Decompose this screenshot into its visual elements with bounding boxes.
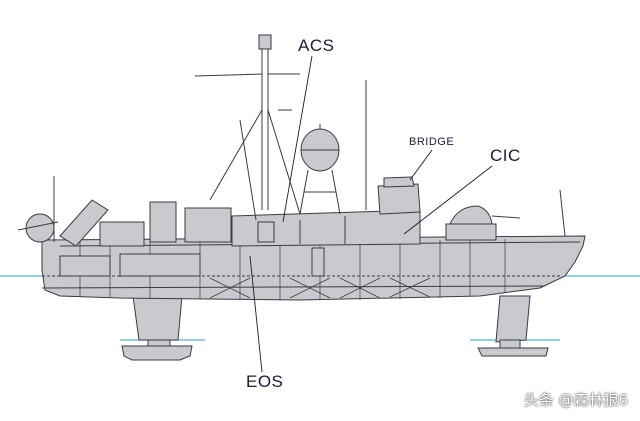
deckhouse: [231, 176, 421, 277]
aft-machinery: [25, 199, 232, 277]
cic-label: CIC: [490, 146, 521, 165]
bridge-label: BRIDGE: [409, 136, 455, 148]
forward-foil-strut: [477, 295, 549, 357]
mast: [194, 34, 367, 221]
hull-frames: [79, 239, 506, 300]
watermark: 头条 @森林狼6: [523, 391, 628, 409]
acs-label: ACS: [298, 36, 335, 55]
flagstaff: [17, 176, 59, 242]
radome: [299, 124, 341, 215]
forward-gun: [445, 189, 566, 241]
eos-label: EOS: [246, 372, 284, 391]
leader-lines: [249, 55, 493, 373]
aft-foil-strut: [121, 295, 193, 361]
